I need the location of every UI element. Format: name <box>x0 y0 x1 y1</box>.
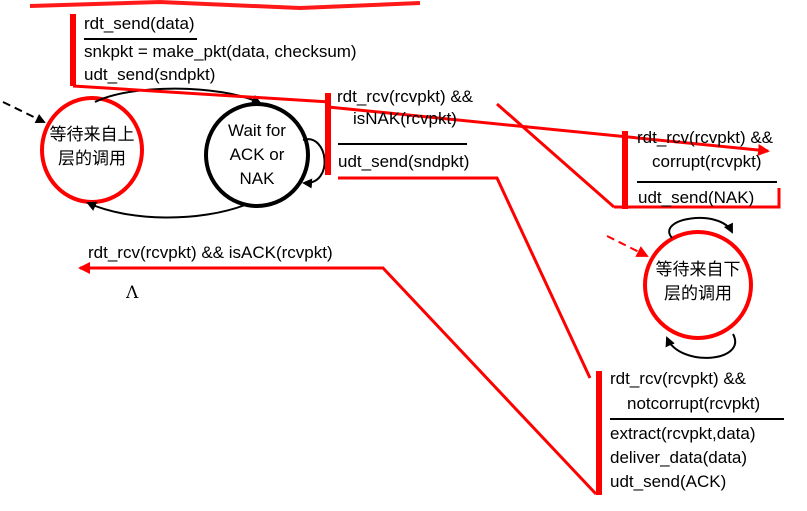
arc-ack-to-call <box>86 201 246 219</box>
t2-red-bar <box>325 93 331 175</box>
initial-arrow-receiver <box>606 235 649 257</box>
initial-arrow-sender <box>2 101 46 123</box>
t1-red-bar <box>70 14 76 86</box>
state-wait-ack-label: Wait for ACK or NAK <box>228 121 286 188</box>
r1-event-line1: rdt_rcv(rcvpkt) && <box>637 128 774 147</box>
r1-red-line-a <box>496 102 615 209</box>
t2-action: udt_send(sndpkt) <box>338 152 470 171</box>
self-loop-receiver-top <box>668 217 733 239</box>
state-wait-call-label: 等待来自上层的调用 <box>49 125 135 169</box>
t1-action-udt-send: udt_send(sndpkt) <box>84 65 216 84</box>
r1-event-line2: corrupt(rcvpkt) <box>652 152 762 171</box>
t2-event-line1: rdt_rcv(rcvpkt) && <box>337 87 474 106</box>
r2-action-extract: extract(rcvpkt,data) <box>610 424 756 443</box>
r1-red-line-b <box>614 188 781 209</box>
t1-event: rdt_send(data) <box>84 14 195 33</box>
t3-action-lambda: Λ <box>126 283 139 303</box>
r2-action-udt-send: udt_send(ACK) <box>610 472 727 491</box>
top-red-stroke <box>29 0 421 11</box>
t2-red-line-b <box>338 176 592 379</box>
r2-event-line2: notcorrupt(rcvpkt) <box>627 394 761 413</box>
t2-event-line2: isNAK(rcvpkt) <box>353 109 457 128</box>
t3-event: rdt_rcv(rcvpkt) && isACK(rcvpkt) <box>88 243 333 262</box>
t1-red-line <box>72 84 331 104</box>
r2-event-line1: rdt_rcv(rcvpkt) && <box>610 369 747 388</box>
r1-red-bar <box>622 131 628 209</box>
t2-red-line-a <box>327 105 770 156</box>
t3-red-line <box>78 262 598 496</box>
r2-action-deliver: deliver_data(data) <box>610 448 748 467</box>
self-loop-ack <box>302 138 326 189</box>
state-wait-below-circle <box>643 230 753 340</box>
self-loop-receiver-bottom <box>665 333 737 359</box>
state-wait-below-label: 等待来自下层的调用 <box>655 260 741 304</box>
r1-action: udt_send(NAK) <box>638 188 755 207</box>
t1-action-make-pkt: snkpkt = make_pkt(data, checksum) <box>84 42 357 61</box>
r2-red-bar <box>596 371 602 495</box>
